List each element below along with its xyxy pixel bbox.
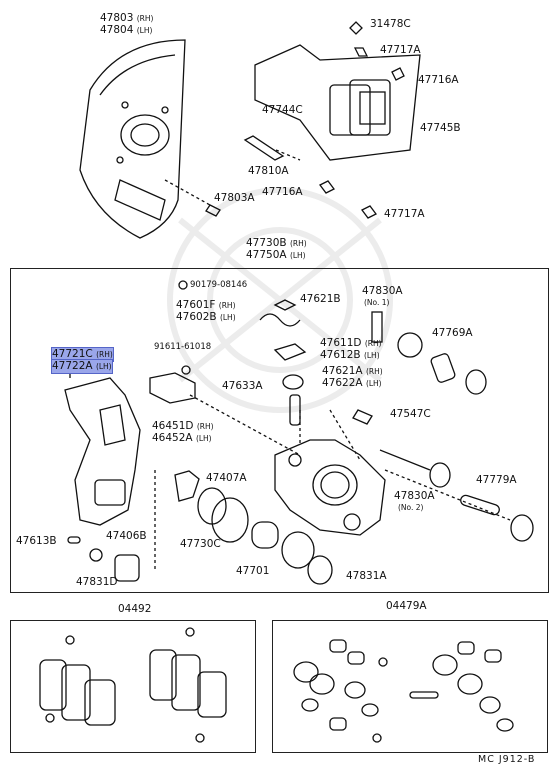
label-31478c[interactable]: 31478C <box>370 18 411 30</box>
label-46451d[interactable]: 46451D (RH) <box>152 420 214 432</box>
label-47830a-no1-sub: (No. 1) <box>364 298 390 307</box>
diagram-code: MC J912-B <box>478 754 536 765</box>
label-47745b[interactable]: 47745B <box>420 122 461 134</box>
seal-kit-frame <box>272 620 548 753</box>
label-47406b[interactable]: 47406B <box>106 530 147 542</box>
label-47601f[interactable]: 47601F (RH) <box>176 299 236 311</box>
seal-kit-drawing <box>293 639 514 743</box>
label-47730b[interactable]: 47730B (RH) <box>246 237 307 249</box>
label-47831a[interactable]: 47831A <box>346 570 387 582</box>
label-47613b[interactable]: 47613B <box>16 535 57 547</box>
label-47804[interactable]: 47804 (LH) <box>100 24 153 36</box>
piston-parts-drawing <box>197 487 333 585</box>
label-47701[interactable]: 47701 <box>236 565 270 577</box>
label-47621a[interactable]: 47621A (RH) <box>322 365 383 377</box>
label-47803[interactable]: 47803 (RH) <box>100 12 154 24</box>
label-47602b[interactable]: 47602B (LH) <box>176 311 236 323</box>
label-47830a-no2-sub: (No. 2) <box>398 503 424 512</box>
bolts-drawing <box>371 311 534 542</box>
label-47716a-mid[interactable]: 47716A <box>262 186 303 198</box>
label-91611[interactable]: 91611-61018 <box>154 342 212 352</box>
label-47730c[interactable]: 47730C <box>180 538 221 550</box>
label-47721c[interactable]: 47721C (RH) <box>51 347 114 362</box>
label-47744c[interactable]: 47744C <box>262 104 303 116</box>
label-47633a[interactable]: 47633A <box>222 380 263 392</box>
label-47717a-top[interactable]: 47717A <box>380 44 421 56</box>
pad-kit-drawing <box>39 627 227 743</box>
label-04479a[interactable]: 04479A <box>386 600 427 612</box>
label-47612b[interactable]: 47612B (LH) <box>320 349 380 361</box>
label-47716a-top[interactable]: 47716A <box>418 74 459 86</box>
label-04492[interactable]: 04492 <box>118 603 152 615</box>
label-47622a[interactable]: 47622A (LH) <box>322 377 382 389</box>
label-47621b[interactable]: 47621B <box>300 293 341 305</box>
label-47407a[interactable]: 47407A <box>206 472 247 484</box>
dust-shield-drawing <box>79 39 221 239</box>
caliper-body-drawing <box>154 394 511 570</box>
label-47831d[interactable]: 47831D <box>76 576 118 588</box>
label-47803a[interactable]: 47803A <box>214 192 255 204</box>
top-pad-set-drawing <box>243 21 421 219</box>
label-47717a-mid[interactable]: 47717A <box>384 208 425 220</box>
caliper-assembly-frame <box>10 268 549 593</box>
mounting-bracket-drawing <box>64 370 141 526</box>
label-47547c[interactable]: 47547C <box>390 408 431 420</box>
pad-kit-frame <box>10 620 256 753</box>
label-47722a-highlighted[interactable]: 47722A (LH) <box>51 359 113 374</box>
label-46452a[interactable]: 46452A (LH) <box>152 432 212 444</box>
label-90179[interactable]: 90179-08146 <box>190 280 248 290</box>
label-47750a[interactable]: 47750A (LH) <box>246 249 306 261</box>
label-47830a-no2[interactable]: 47830A <box>394 490 435 502</box>
label-47830a-no1[interactable]: 47830A <box>362 285 403 297</box>
label-47810a[interactable]: 47810A <box>248 165 289 177</box>
label-47779a[interactable]: 47779A <box>476 474 517 486</box>
small-parts-drawing <box>67 280 373 582</box>
label-47611d[interactable]: 47611D (RH) <box>320 337 382 349</box>
label-47769a[interactable]: 47769A <box>432 327 473 339</box>
